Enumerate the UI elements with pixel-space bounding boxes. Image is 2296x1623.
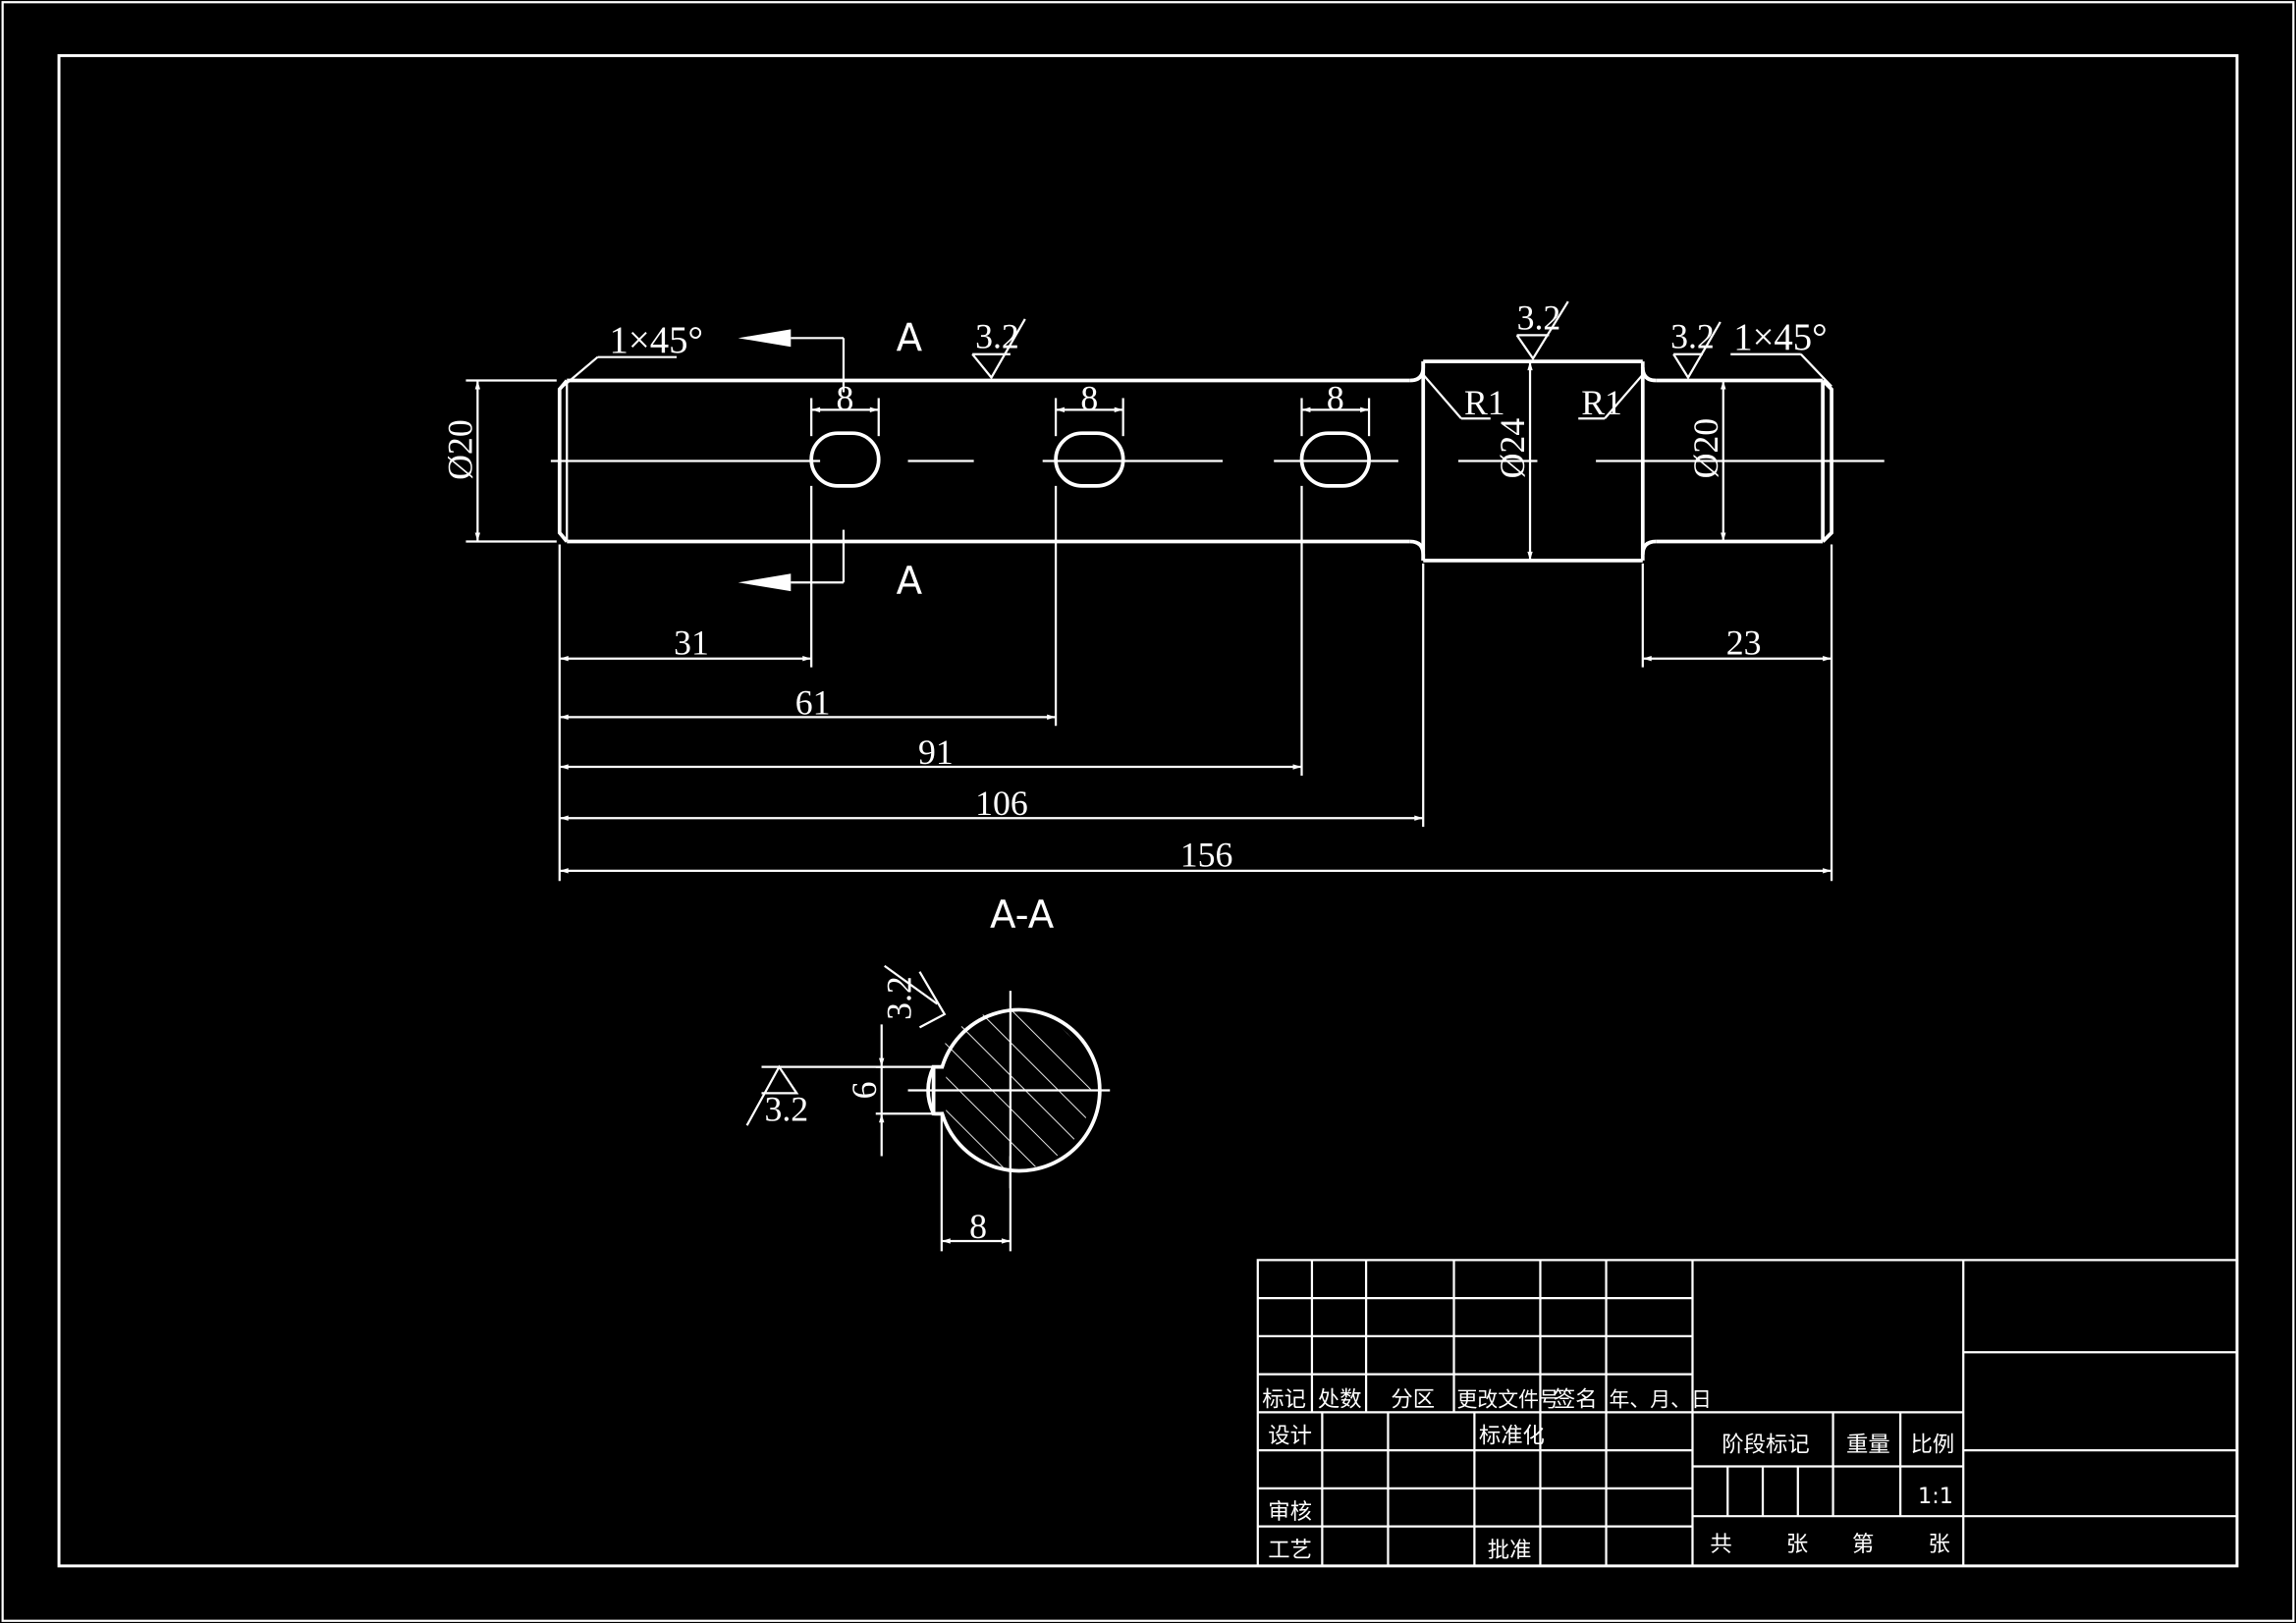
section-letter-top: A: [897, 317, 923, 361]
radius-right: R1: [1581, 383, 1622, 422]
section-view: [907, 991, 1111, 1189]
section-arrow-top: [738, 329, 792, 348]
tb-scale: 比例: [1911, 1433, 1955, 1458]
roughness-symbol-3: [1672, 321, 1722, 380]
dia-left: Ø20: [440, 419, 479, 480]
tb-nth: 第: [1852, 1532, 1874, 1557]
radius-leader-left: [1422, 373, 1491, 420]
slot-width-3: 8: [1327, 378, 1344, 417]
inner-frame: [57, 54, 2239, 1568]
slot-2: [1054, 431, 1125, 488]
section-arrow-bottom: [738, 573, 792, 592]
tb-design: 设计: [1268, 1424, 1312, 1449]
radius-leader-right: [1578, 373, 1644, 420]
section-width-dim: [940, 1111, 1012, 1252]
section-letter-bottom: A: [897, 560, 923, 604]
extension-lines: [558, 485, 1833, 882]
section-width: 8: [969, 1207, 987, 1246]
tb-stage-mark: 阶段标记: [1722, 1433, 1809, 1458]
tb-approve: 批准: [1488, 1538, 1532, 1563]
roughness-symbol-1: [971, 318, 1026, 380]
chamfer-leader-left: [559, 355, 678, 391]
roughness-symbol-2: [1515, 300, 1569, 361]
slot-width-1: 8: [837, 378, 854, 417]
section-depth: 6: [845, 1081, 884, 1099]
len-156: 156: [1180, 835, 1233, 874]
tb-total: 共: [1710, 1532, 1731, 1557]
radius-left: R1: [1464, 383, 1505, 422]
roughness-1: 3.2: [975, 317, 1019, 356]
section-roughness-left-symbol: [745, 1064, 885, 1126]
len-23: 23: [1726, 622, 1762, 662]
tb-weight: 重量: [1846, 1433, 1890, 1458]
chamfer-right: 1×45°: [1733, 316, 1827, 358]
length-dim-lines: [559, 656, 1832, 874]
chamfer-left: 1×45°: [609, 319, 702, 361]
tb-process: 工艺: [1268, 1538, 1312, 1563]
tb-h-docno: 更改文件号: [1457, 1387, 1559, 1411]
section-depth-dim: [875, 1024, 938, 1157]
section-roughness-top: 3.2: [880, 976, 919, 1020]
len-106: 106: [975, 784, 1028, 823]
tb-sheets-1: 张: [1786, 1532, 1808, 1557]
len-31: 31: [674, 622, 709, 662]
title-block: [1256, 1259, 2239, 1567]
chamfer-leader-right: [1730, 352, 1832, 388]
tb-h-sign: 签名: [1554, 1386, 1598, 1412]
tb-h-date: 年、月、日: [1610, 1387, 1712, 1411]
section-roughness-top-symbol: [884, 964, 947, 1029]
tb-standard: 标准化: [1479, 1424, 1545, 1449]
dia-mid: Ø24: [1493, 418, 1532, 479]
slot-3: [1299, 431, 1371, 488]
len-91: 91: [918, 732, 954, 772]
dia-right: Ø20: [1686, 418, 1725, 479]
section-title: A-A: [990, 893, 1055, 938]
tb-h-mark: 标记: [1262, 1386, 1306, 1412]
tb-h-zone: 分区: [1391, 1386, 1435, 1412]
tb-scale-value: 1:1: [1918, 1484, 1953, 1509]
section-cut-marker: [791, 337, 846, 584]
dia-left-dim: [465, 379, 557, 543]
tb-review: 审核: [1268, 1499, 1312, 1525]
roughness-3: 3.2: [1670, 317, 1715, 356]
section-roughness-left: 3.2: [764, 1090, 808, 1129]
roughness-2: 3.2: [1517, 298, 1561, 337]
len-61: 61: [795, 682, 831, 722]
slot-dims: [810, 398, 1371, 437]
slot-width-2: 8: [1080, 378, 1098, 417]
tb-h-count: 处数: [1318, 1386, 1362, 1412]
tb-sheets-2: 张: [1928, 1532, 1949, 1557]
slot-1: [809, 431, 881, 488]
